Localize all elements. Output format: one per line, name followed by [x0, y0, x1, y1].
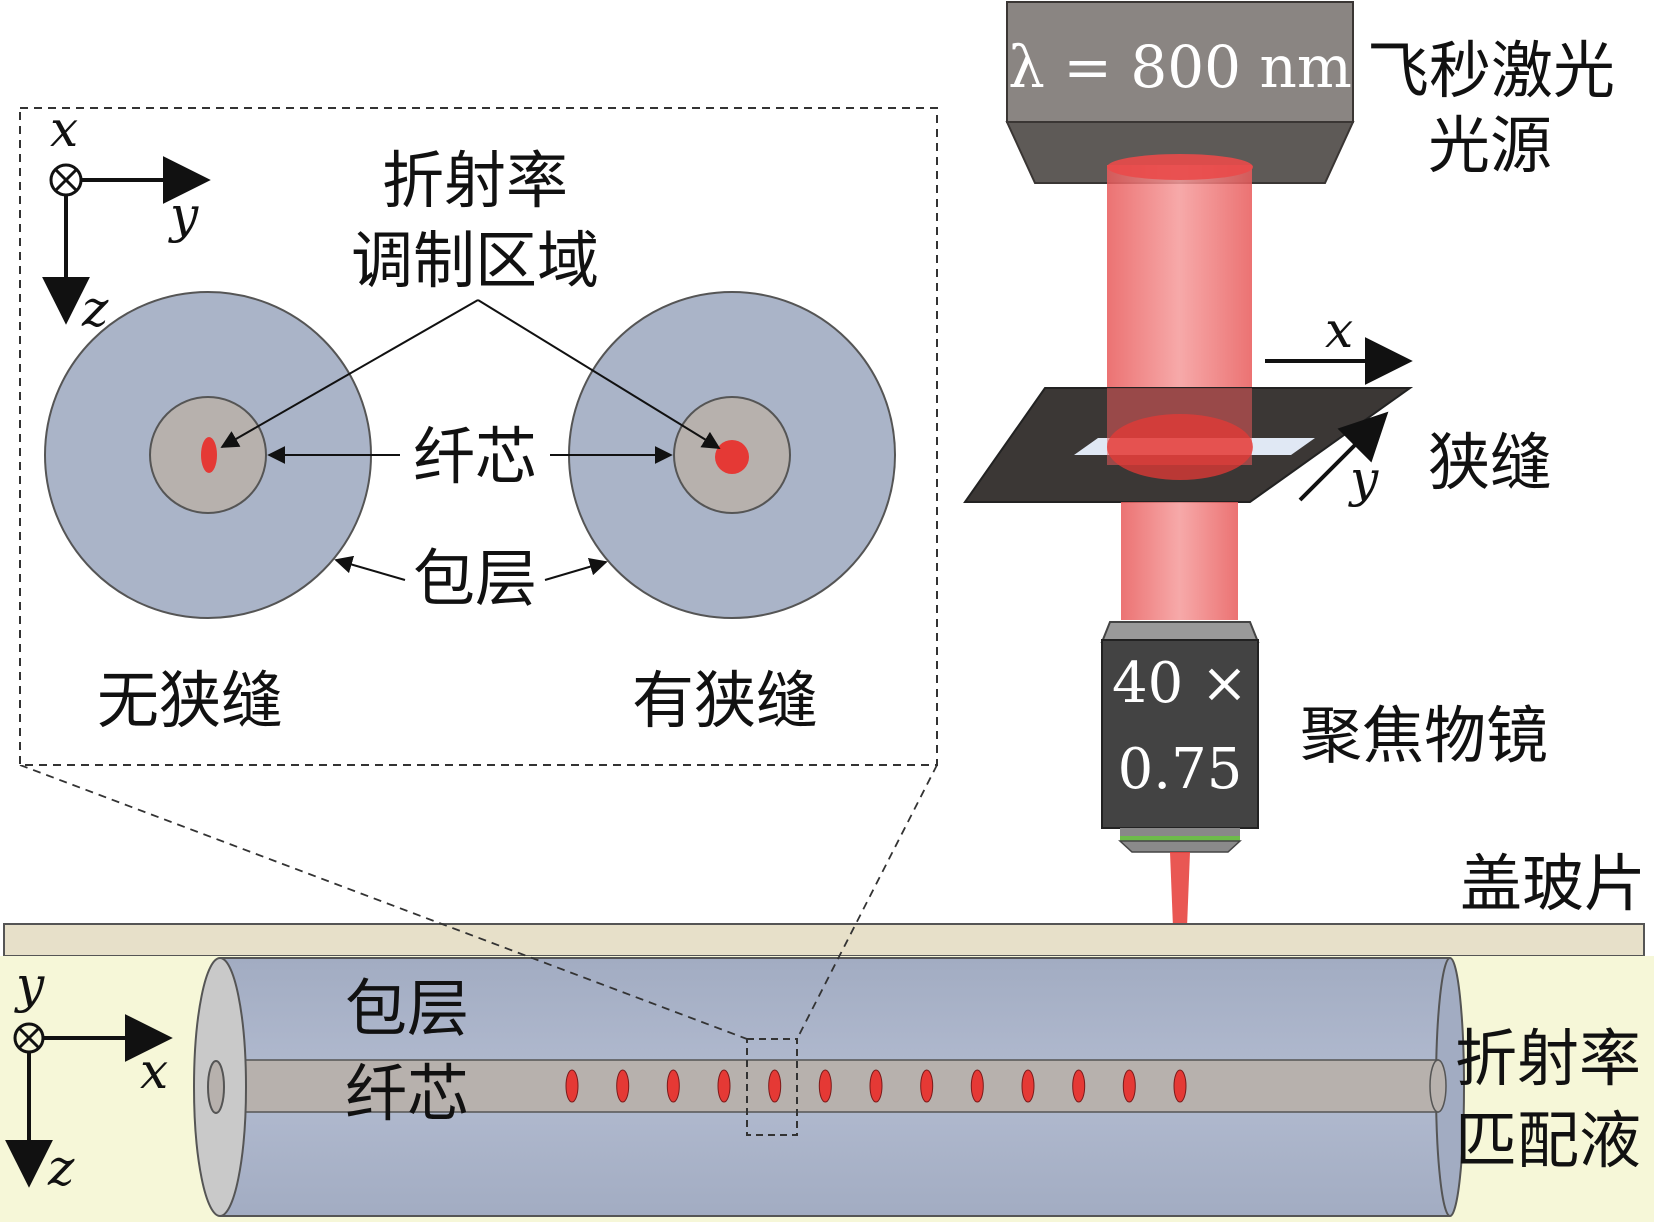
cover-slip-label: 盖玻片: [1460, 847, 1646, 920]
fiber-modulation-point: [717, 1069, 731, 1103]
fiber-modulation-points: [565, 1069, 1187, 1103]
cross-section-no-slit: [44, 291, 372, 619]
objective-magnification: 40 ×: [1112, 651, 1248, 716]
fiber-x-label: x: [140, 1042, 168, 1100]
matching-liquid-label-line2: 匹配液: [1455, 1104, 1641, 1177]
fiber-cladding-label: 包层: [345, 972, 469, 1045]
inset-y-label: y: [168, 186, 199, 244]
caption-no-slit: 无狭缝: [97, 664, 283, 737]
fiber-modulation-point: [1173, 1069, 1187, 1103]
laser-beam-lower: [1121, 502, 1238, 620]
beam-top-ellipse: [1107, 154, 1253, 180]
core-label: 纤芯: [413, 420, 537, 493]
fiber-y-label: y: [14, 956, 45, 1014]
fiber-axes: y x z: [5, 956, 173, 1197]
objective-na: 0.75: [1118, 737, 1243, 802]
left-modulation-region: [201, 437, 217, 473]
objective-label: 聚焦物镜: [1300, 699, 1548, 772]
fiber-modulation-point: [565, 1069, 579, 1103]
fiber-z-label: z: [47, 1139, 75, 1197]
cover-slip-plate: [3, 923, 1645, 957]
matching-liquid-label-line1: 折射率: [1455, 1022, 1641, 1095]
slit-x-label: x: [1325, 301, 1353, 359]
slit-axes: x y 狭缝: [1265, 301, 1552, 508]
fiber-modulation-point: [1021, 1069, 1035, 1103]
fiber-modulation-point: [920, 1069, 934, 1103]
laser-wavelength-label: λ = 800 nm: [1008, 33, 1352, 101]
cross-section-inset: x y z 折射率 调制区域 纤芯 包层: [19, 100, 938, 766]
slit-label: 狭缝: [1428, 426, 1552, 499]
laser-source: λ = 800 nm 飞秒激光 光源: [1005, 1, 1615, 184]
cross-section-with-slit: [568, 291, 896, 619]
inset-axes: x y z: [42, 100, 211, 338]
cladding-pointer-left: [334, 555, 406, 581]
modulation-label-line1: 折射率: [382, 144, 568, 217]
fiber-core-label: 纤芯: [345, 1057, 469, 1130]
laser-box-bottom: [1005, 121, 1355, 184]
right-modulation-region: [715, 440, 749, 474]
fiber-modulation-point: [1072, 1069, 1086, 1103]
objective-lens: 40 × 0.75 聚焦物镜: [1100, 621, 1548, 853]
fiber-modulation-point: [869, 1069, 883, 1103]
optical-fiber: 包层 纤芯: [193, 957, 1465, 1217]
fiber-modulation-point: [818, 1069, 832, 1103]
zoom-indicator: [19, 764, 938, 1136]
fiber-modulation-point: [1122, 1069, 1136, 1103]
cover-slip: 盖玻片: [3, 847, 1646, 957]
objective-band: [1120, 828, 1240, 836]
modulation-pointer-right: [477, 299, 721, 449]
zoom-source-box: [746, 1038, 798, 1136]
slit-y-arrow: [1298, 411, 1389, 502]
modulation-pointer-left: [220, 299, 479, 448]
objective-tip: [1118, 840, 1242, 853]
cladding-pointer-right: [544, 557, 608, 581]
fiber-core-far-end: [1429, 1059, 1447, 1113]
laser-source-label-line2: 光源: [1428, 109, 1552, 182]
objective-green-band: [1120, 836, 1240, 841]
fiber-modulation-point: [616, 1069, 630, 1103]
slit-y-label: y: [1348, 450, 1379, 508]
laser-source-label-line1: 飞秒激光: [1367, 34, 1615, 107]
fiber-modulation-point: [970, 1069, 984, 1103]
fiber-near-end-core: [207, 1060, 225, 1114]
inset-x-label: x: [50, 100, 78, 158]
cladding-label: 包层: [413, 542, 537, 615]
caption-with-slit: 有狭缝: [632, 664, 818, 737]
fiber-modulation-point: [666, 1069, 680, 1103]
modulation-label-line2: 调制区域: [351, 224, 599, 297]
fiber-modulation-point: [768, 1069, 782, 1103]
laser-box-front: [1006, 1, 1354, 123]
laser-beam-through-slit: [1107, 388, 1253, 480]
beam-ellipse-at-slit: [1107, 414, 1253, 480]
